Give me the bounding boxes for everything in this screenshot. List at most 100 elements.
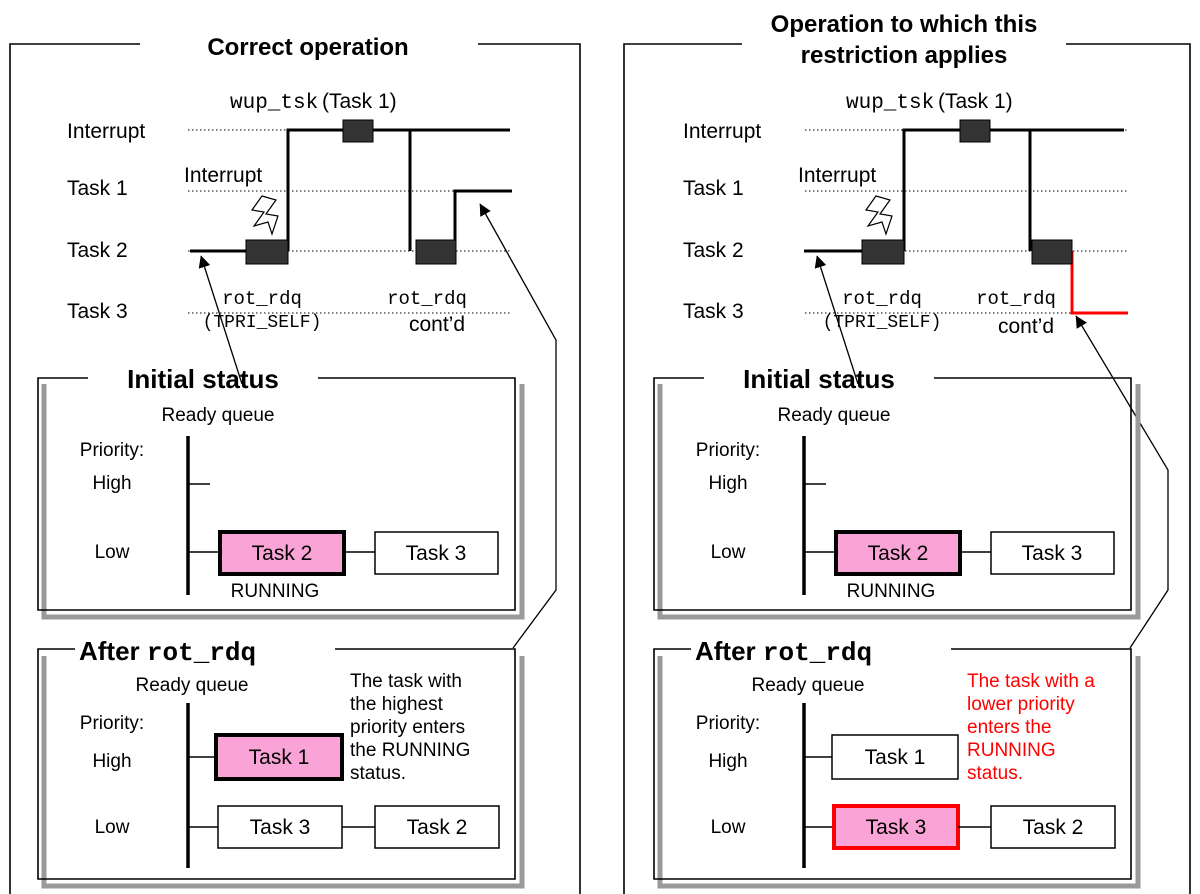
ready-queue-label: Ready queue — [777, 405, 890, 426]
note-line: enters the — [967, 717, 1052, 738]
panel-title-line-1: Correct operation — [207, 34, 408, 61]
after-note: The task with the highest priority enter… — [350, 671, 470, 784]
timing-chart: Interrupt Task 1 Task 2 Task 3 wup_tsk (… — [67, 90, 557, 649]
wup-tsk-target: (Task 1) — [322, 90, 397, 113]
task-box-waiting-label: Task 1 — [865, 746, 926, 769]
priority-low-label: Low — [711, 817, 746, 838]
priority-label: Priority: — [80, 713, 144, 734]
task-box-waiting — [990, 531, 1115, 575]
wup-tsk-block — [959, 119, 991, 143]
level-label-interrupt: Interrupt — [683, 120, 761, 143]
box-shadow — [657, 384, 1141, 620]
ready-queue-label: Ready queue — [751, 675, 864, 696]
priority-high-label: High — [708, 473, 747, 494]
priority-label: Priority: — [80, 440, 144, 461]
task-box-waiting-label: Task 3 — [250, 816, 311, 839]
level-label-task3: Task 3 — [67, 300, 128, 323]
wup-tsk-call: wup_tsk — [846, 92, 934, 115]
task-box-running-label: Task 2 — [868, 542, 929, 565]
box-shadow — [657, 656, 1141, 889]
wup-tsk-target: (Task 1) — [938, 90, 1013, 113]
priority-high-label: High — [92, 473, 131, 494]
after-title-prefix: After — [79, 636, 147, 666]
task-box-waiting-label: Task 3 — [1022, 542, 1083, 565]
note-line: the highest — [350, 694, 444, 715]
after-rot-rdq-title: After rot_rdq — [695, 636, 872, 668]
priority-low-label: Low — [95, 817, 130, 838]
note-line: The task with a — [967, 671, 1095, 692]
task-box-waiting-label: Task 3 — [406, 542, 467, 565]
priority-label: Priority: — [696, 713, 760, 734]
task-box-running-label: Task 3 — [866, 816, 927, 839]
priority-low-label: Low — [711, 542, 746, 563]
rot-rdq-block-1 — [861, 239, 905, 265]
arrow-initial-to-chart — [814, 255, 859, 385]
initial-status-box: Initial status Ready queue Priority: Hig… — [653, 364, 1141, 620]
panel-title-line-1: Operation to which this — [771, 11, 1038, 38]
note-line: RUNNING — [967, 740, 1056, 761]
note-line: The task with — [350, 671, 462, 692]
outer-frame — [9, 43, 581, 894]
rot-rdq-label-2: rot_rdq — [387, 288, 467, 310]
after-title-code: rot_rdq — [147, 638, 256, 668]
box-shadow — [41, 656, 525, 889]
note-line: status. — [350, 763, 406, 784]
task-box-running — [214, 733, 344, 781]
task-box-waiting — [831, 734, 959, 780]
after-title-code: rot_rdq — [763, 638, 872, 668]
task-box-waiting — [217, 805, 343, 849]
rot-rdq-contd-label: cont’d — [409, 313, 465, 336]
task-box-waiting — [990, 805, 1116, 849]
initial-status-title: Initial status — [743, 364, 895, 394]
arrow-initial-to-chart — [198, 255, 243, 385]
rot-rdq-block-2 — [1031, 239, 1073, 265]
arrow-after-to-chart — [1075, 315, 1169, 649]
note-line: lower priority — [967, 694, 1075, 715]
task-box-waiting-label: Task 2 — [407, 816, 468, 839]
rot-rdq-arg: (TPRI_SELF) — [823, 313, 942, 333]
rot-rdq-label-1: rot_rdq — [842, 288, 922, 310]
priority-low-label: Low — [95, 542, 130, 563]
lightning-icon — [864, 195, 893, 236]
task-box-running — [834, 530, 962, 576]
box-frame — [37, 648, 516, 880]
level-label-task2: Task 2 — [683, 239, 744, 262]
rot-rdq-contd-label: cont’d — [998, 315, 1054, 338]
level-label-task1: Task 1 — [67, 177, 128, 200]
running-label: RUNNING — [847, 581, 936, 602]
ready-queue-label: Ready queue — [161, 405, 274, 426]
after-rot-rdq-box: After rot_rdq Ready queue Priority: High… — [37, 636, 525, 889]
level-label-task2: Task 2 — [67, 239, 128, 262]
initial-status-title: Initial status — [127, 364, 279, 394]
rot-rdq-block-2 — [415, 239, 457, 265]
lightning-icon — [250, 195, 279, 236]
after-rot-rdq-box: After rot_rdq Ready queue Priority: High… — [653, 636, 1141, 889]
note-line: status. — [967, 763, 1023, 784]
task-box-running-label: Task 1 — [249, 746, 310, 769]
after-note-highlight: The task with a lower priority enters th… — [967, 671, 1095, 784]
panel-title-line-2: restriction applies — [801, 42, 1008, 69]
wup-tsk-call: wup_tsk — [230, 92, 318, 115]
task-box-waiting — [374, 805, 500, 849]
priority-label: Priority: — [696, 440, 760, 461]
initial-status-box: Initial status Ready queue Priority: Hig… — [37, 364, 525, 620]
after-rot-rdq-title: After rot_rdq — [79, 636, 256, 668]
box-frame — [653, 377, 1132, 611]
level-label-interrupt: Interrupt — [67, 120, 145, 143]
execution-trace — [190, 128, 512, 253]
outer-frame — [623, 43, 1191, 894]
rot-rdq-block-1 — [245, 239, 289, 265]
box-frame — [37, 377, 516, 611]
execution-trace-highlight — [1070, 251, 1128, 315]
task-box-waiting-label: Task 2 — [1023, 816, 1084, 839]
execution-trace — [804, 128, 1124, 253]
task-box-running — [218, 530, 346, 576]
interrupt-annotation: Interrupt — [798, 164, 876, 187]
timing-chart: Interrupt Task 1 Task 2 Task 3 wup_tsk (… — [683, 90, 1169, 649]
priority-high-label: High — [92, 751, 131, 772]
box-frame — [653, 648, 1132, 880]
priority-high-label: High — [708, 751, 747, 772]
running-label: RUNNING — [231, 581, 320, 602]
wup-tsk-block — [342, 119, 374, 143]
